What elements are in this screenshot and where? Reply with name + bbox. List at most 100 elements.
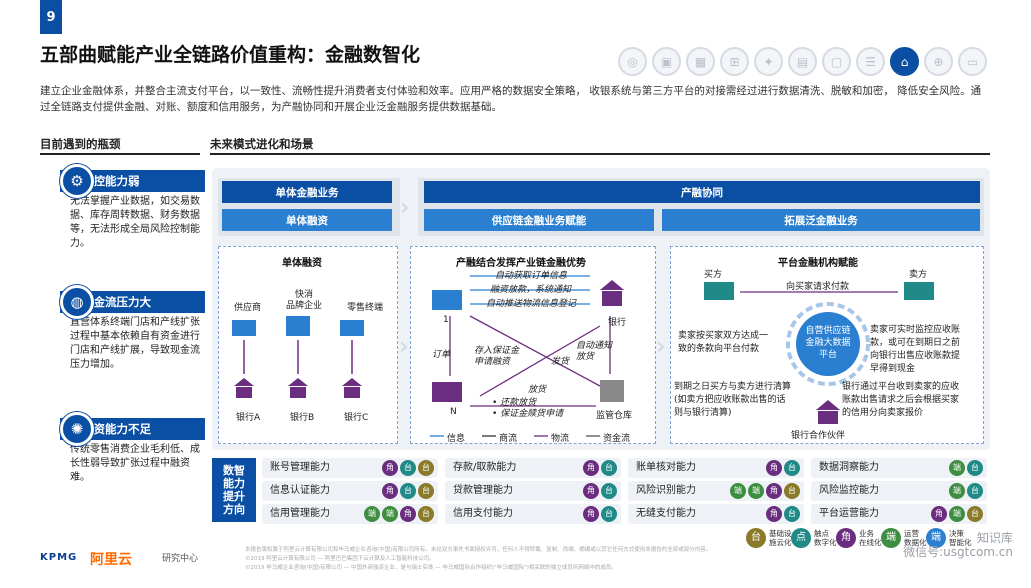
flow-repay: • 还款放货 • 保证金赎货申请 [492, 398, 564, 419]
node-1: 1 [443, 315, 449, 325]
pain-desc: 直营体系终端门店和产线扩张过程中基本依赖自有资金进行门店和产线扩展，导致现金流压… [70, 317, 200, 370]
badge: 角 [382, 483, 398, 499]
globe-icon: ◍ [60, 285, 94, 319]
company-n-building [432, 382, 462, 402]
badge-group: 角台台 [382, 460, 434, 476]
box-icon[interactable]: ▣ [652, 47, 681, 76]
buyer-factory-icon [704, 282, 734, 300]
gift-icon[interactable]: ✦ [754, 47, 783, 76]
badge: 端 [881, 528, 901, 548]
badge: 端 [949, 460, 965, 476]
badge-group: 角台 [583, 506, 617, 522]
label-seller: 卖方 [909, 270, 928, 280]
text-buyer-pay: 卖家按买家双方达成一 致的条款向平台付款 [678, 331, 769, 354]
brand-building [286, 316, 310, 336]
text-seller-monitor: 卖家可实时监控应收账 款，或可在到期日之前 向银行出售应收账款提 早得到现金 [870, 325, 961, 374]
capability-cell: 账号管理能力 角台台 [262, 458, 438, 478]
capability-name: 风险监控能力 [819, 485, 879, 496]
legend-label: 触点 数字化 [814, 529, 837, 547]
legend-item: 台基础设 施云化 [746, 528, 792, 548]
badge: 端 [364, 506, 380, 522]
badge: 端 [926, 528, 946, 548]
flow-ship: 发货 [551, 357, 570, 367]
grid-icon[interactable]: ▤ [788, 47, 817, 76]
supplier-building [232, 320, 256, 336]
monitor-icon[interactable]: ▭ [958, 47, 987, 76]
page-title: 五部曲赋能产业全链路价值重构：金融数智化 [40, 44, 421, 66]
bank-c-icon [342, 378, 362, 398]
divider [210, 153, 990, 155]
capability-label-text: 数智 能力 提升 方向 [223, 464, 245, 516]
network-icon[interactable]: ⊕ [924, 47, 953, 76]
badge: 台 [400, 460, 416, 476]
badge-group: 端端角台 [364, 506, 434, 522]
capability-cell: 风险监控能力 端台 [811, 481, 987, 501]
company-1-building [432, 290, 462, 310]
legend-logistics: 物流 [551, 434, 570, 444]
badge-group: 端台 [949, 483, 983, 499]
legend-commerce: 商流 [499, 434, 518, 444]
legend-item: 端决策 智能化 [926, 528, 972, 548]
org-icon[interactable]: ⊞ [720, 47, 749, 76]
badge-group: 端端角台 [730, 483, 800, 499]
pain-risk: ⚙风控能力弱 无法掌握产业数据，如交易数据、库存周转数据、财务数据等，无法形成全… [40, 164, 205, 251]
page-number: 9 [40, 0, 62, 34]
capability-cell: 数据洞察能力端台 [811, 458, 987, 478]
target-icon[interactable]: ◎ [618, 47, 647, 76]
capability-cell: 信息认证能力角台台 [262, 481, 438, 501]
bar-pan-finance: 拓展泛金融业务 [662, 209, 980, 231]
badge-group: 角台 [583, 460, 617, 476]
legend-item: 角业务 在线化 [836, 528, 882, 548]
bank-icon[interactable]: ⌂ [890, 47, 919, 76]
capability-cell: 风险识别能力端端角台 [628, 481, 804, 501]
badge: 台 [967, 483, 983, 499]
flow-loan-notice: 融资放款，系统通知 [490, 285, 572, 295]
capability-cell: 无缝支付能力 角台 [628, 504, 804, 524]
factory-icon[interactable]: ▦ [686, 47, 715, 76]
retail-building [340, 320, 364, 336]
box-single-financing [218, 246, 398, 444]
badge: 角 [766, 506, 782, 522]
platform-center: 自营供应链 金融大数据 平台 [805, 326, 851, 360]
flow-auto-release: 自动通知 放货 [576, 341, 613, 362]
intro-text: 建立企业金融体系，并整合主流支付平台，以一致性、流畅性提升消费者支付体验和效率。… [40, 85, 982, 113]
chevron-right-icon: › [400, 193, 410, 221]
badge: 台 [967, 460, 983, 476]
badge: 角 [400, 506, 416, 522]
capability-name: 平台运营能力 [819, 508, 879, 519]
flow-order-info: 自动获取订单信息 [495, 271, 568, 281]
badge: 台 [601, 483, 617, 499]
capability-name: 账号管理能力 [270, 462, 330, 473]
text-settlement: 到期之日买方与卖方进行清算 (如卖方把应收账款出售的话 则与银行清算) [674, 382, 792, 418]
badge: 端 [949, 506, 965, 522]
legend-label: 业务 在线化 [859, 529, 882, 547]
box-title: 平台金融机构赋能 [778, 258, 858, 269]
pain-title: 现金流压力大 [82, 295, 151, 309]
badge: 角 [766, 460, 782, 476]
chevron-right-icon: › [399, 332, 409, 360]
aliyun-subtitle: 研究中心 [162, 554, 199, 564]
right-section-title: 未来模式进化和场景 [210, 137, 314, 151]
box-title: 产融结合发挥产业链金融优势 [456, 258, 586, 269]
capability-cell: 账单核对能力角台 [628, 458, 804, 478]
bank-partner-icon [816, 400, 840, 424]
label-buyer: 买方 [704, 270, 723, 280]
badge: 台 [746, 528, 766, 548]
label-bank-a: 银行A [236, 413, 261, 423]
box-title: 单体融资 [282, 258, 322, 269]
single-financing-diagram [232, 316, 364, 398]
badge: 台 [400, 483, 416, 499]
capability-name: 存款/取款能力 [453, 462, 517, 473]
capability-name: 信用管理能力 [270, 508, 330, 519]
capability-cell: 信用管理能力端端角台 [262, 504, 438, 524]
capability-cell: 平台运营能力角端台 [811, 504, 987, 524]
badge: 台 [784, 506, 800, 522]
doc-icon[interactable]: ☰ [856, 47, 885, 76]
capability-name: 无缝支付能力 [636, 508, 696, 519]
pain-title: 风控能力弱 [82, 174, 140, 188]
pain-cashflow: ◍现金流压力大 直营体系终端门店和产线扩张过程中基本依赖自有资金进行门店和产线扩… [40, 285, 205, 372]
badge: 角 [382, 460, 398, 476]
lock-icon[interactable]: ▢ [822, 47, 851, 76]
left-section-title: 目前遇到的瓶颈 [40, 137, 121, 151]
bar-synergy: 产融协同 [424, 181, 980, 203]
